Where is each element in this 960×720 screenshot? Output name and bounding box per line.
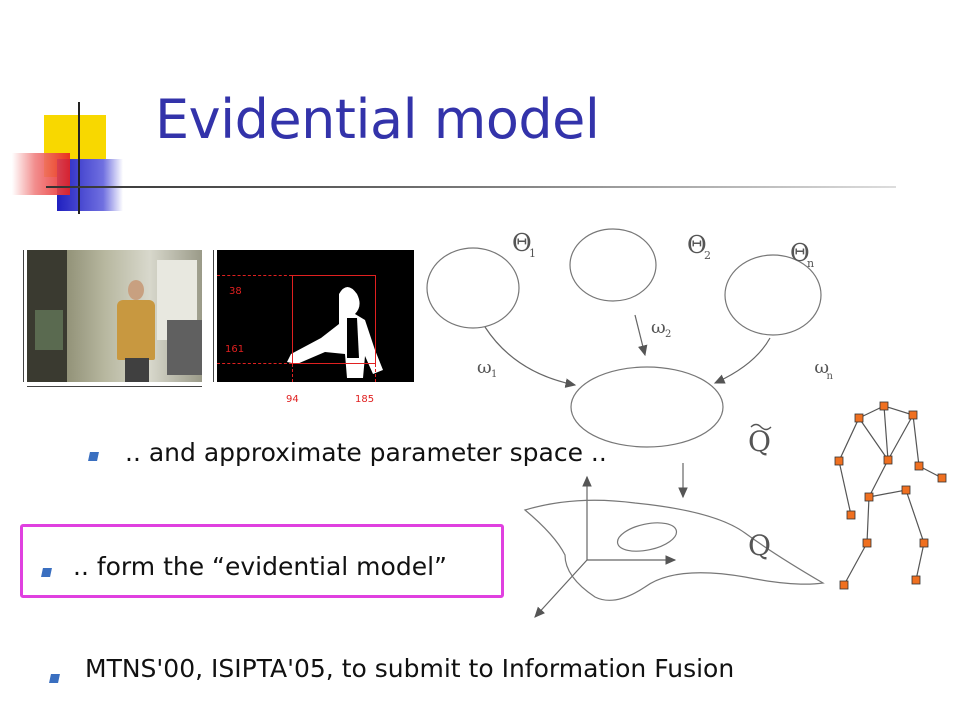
label-q-tilde: Q — [748, 425, 771, 458]
bullet-references: MTNS'00, ISIPTA'05, to submit to Informa… — [85, 654, 735, 683]
photo-x-axis — [27, 386, 202, 387]
skeleton-joint — [911, 575, 921, 585]
person-photo — [27, 250, 202, 382]
label-theta-1-sub: 1 — [529, 247, 536, 260]
label-omega-2-sub: 2 — [665, 329, 671, 340]
skeleton-joint — [914, 461, 924, 471]
skeleton-figure — [834, 401, 947, 590]
label-x-right: 185 — [355, 394, 375, 405]
bullet-parameter-space: .. and approximate parameter space .. — [125, 438, 607, 467]
ellipse-theta-1 — [426, 247, 520, 329]
label-omega-1: ω — [477, 357, 492, 378]
bullet-evidential-model: .. form the “evidential model” — [73, 552, 447, 581]
q-surface — [523, 499, 825, 601]
label-q: Q — [748, 529, 771, 562]
skeleton-joint — [908, 410, 918, 420]
label-x-left: 94 — [286, 394, 299, 405]
ellipse-theta-n — [724, 254, 822, 336]
bounding-box — [292, 275, 376, 364]
skeleton-joint — [883, 455, 893, 465]
label-theta-2: Θ — [687, 231, 707, 259]
arrow-omega-2 — [634, 314, 648, 357]
skeleton-joint — [879, 401, 889, 411]
label-omega-n-sub: n — [827, 371, 834, 382]
label-theta-n-sub: n — [807, 257, 814, 270]
label-y-top: 38 — [229, 286, 242, 297]
deco-vertical-line — [78, 102, 80, 214]
q-subregion — [616, 522, 678, 552]
guide-x-right — [375, 364, 376, 382]
guide-x-left — [292, 364, 293, 382]
label-omega-2: ω — [651, 317, 666, 338]
skeleton-joint — [901, 485, 911, 495]
label-theta-1: Θ — [512, 229, 532, 257]
skeleton-joint — [839, 580, 849, 590]
silhouette-svg — [287, 287, 383, 378]
slide-title: Evidential model — [155, 88, 600, 151]
skeleton-joint — [937, 473, 947, 483]
skeleton-joint — [862, 538, 872, 548]
axis-diagonal — [534, 559, 588, 618]
evidential-diagram: Θ 1 Θ 2 Θ n ω 1 ω 2 ω n Q Q — [426, 228, 834, 618]
label-omega-1-sub: 1 — [491, 369, 497, 380]
guide-y-top — [217, 275, 292, 276]
arrow-omega-1 — [484, 326, 577, 388]
label-theta-n: Θ — [790, 239, 810, 267]
tilde-mark — [750, 423, 772, 431]
bullet-marker — [41, 568, 52, 577]
guide-y-bottom — [217, 363, 292, 364]
ellipse-q-tilde — [570, 366, 724, 448]
bullet-marker — [49, 674, 60, 683]
photo-y-axis — [18, 250, 24, 382]
silhouette-image — [217, 250, 414, 382]
skeleton-joint — [919, 538, 929, 548]
evidential-model-box — [20, 524, 504, 598]
ellipse-theta-2 — [569, 228, 657, 302]
silhouette-y-axis — [208, 250, 214, 382]
deco-red-square — [12, 153, 70, 195]
bullet-marker — [88, 452, 99, 461]
skeleton-joint — [846, 510, 856, 520]
title-underline — [46, 186, 896, 188]
skeleton-joint — [864, 492, 874, 502]
arrow-omega-n — [713, 337, 771, 384]
skeleton-joint — [854, 413, 864, 423]
skeleton-joint — [834, 456, 844, 466]
label-theta-2-sub: 2 — [704, 249, 711, 262]
label-y-bottom: 161 — [225, 344, 245, 355]
label-omega-n: ω — [814, 357, 829, 378]
